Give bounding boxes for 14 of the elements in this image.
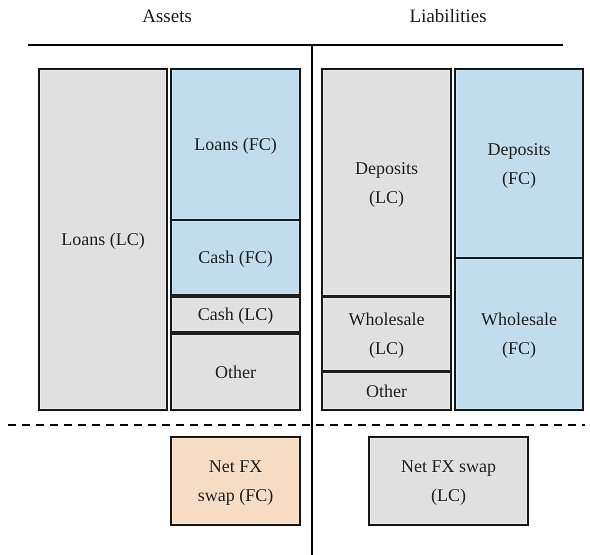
balance-sheet-block: Deposits (LC) — [321, 68, 452, 297]
balance-sheet-block: Cash (FC) — [170, 219, 301, 296]
balance-sheet-block: Wholesale (FC) — [454, 257, 584, 411]
balance-sheet-block: Net FX swap (LC) — [368, 436, 529, 526]
balance-sheet-block: Wholesale (LC) — [321, 296, 452, 372]
column-heading: Liabilities — [409, 6, 487, 28]
balance-sheet-block: Net FX swap (FC) — [170, 436, 301, 526]
balance-sheet-block: Other — [170, 333, 301, 411]
balance-sheet-block: Other — [321, 371, 452, 411]
balance-sheet-block: Cash (LC) — [170, 296, 301, 333]
balance-sheet-block: Loans (LC) — [38, 68, 168, 411]
column-heading: Assets — [142, 6, 192, 28]
balance-sheet-block: Loans (FC) — [170, 68, 301, 221]
balance-sheet-block: Deposits (FC) — [454, 68, 584, 259]
